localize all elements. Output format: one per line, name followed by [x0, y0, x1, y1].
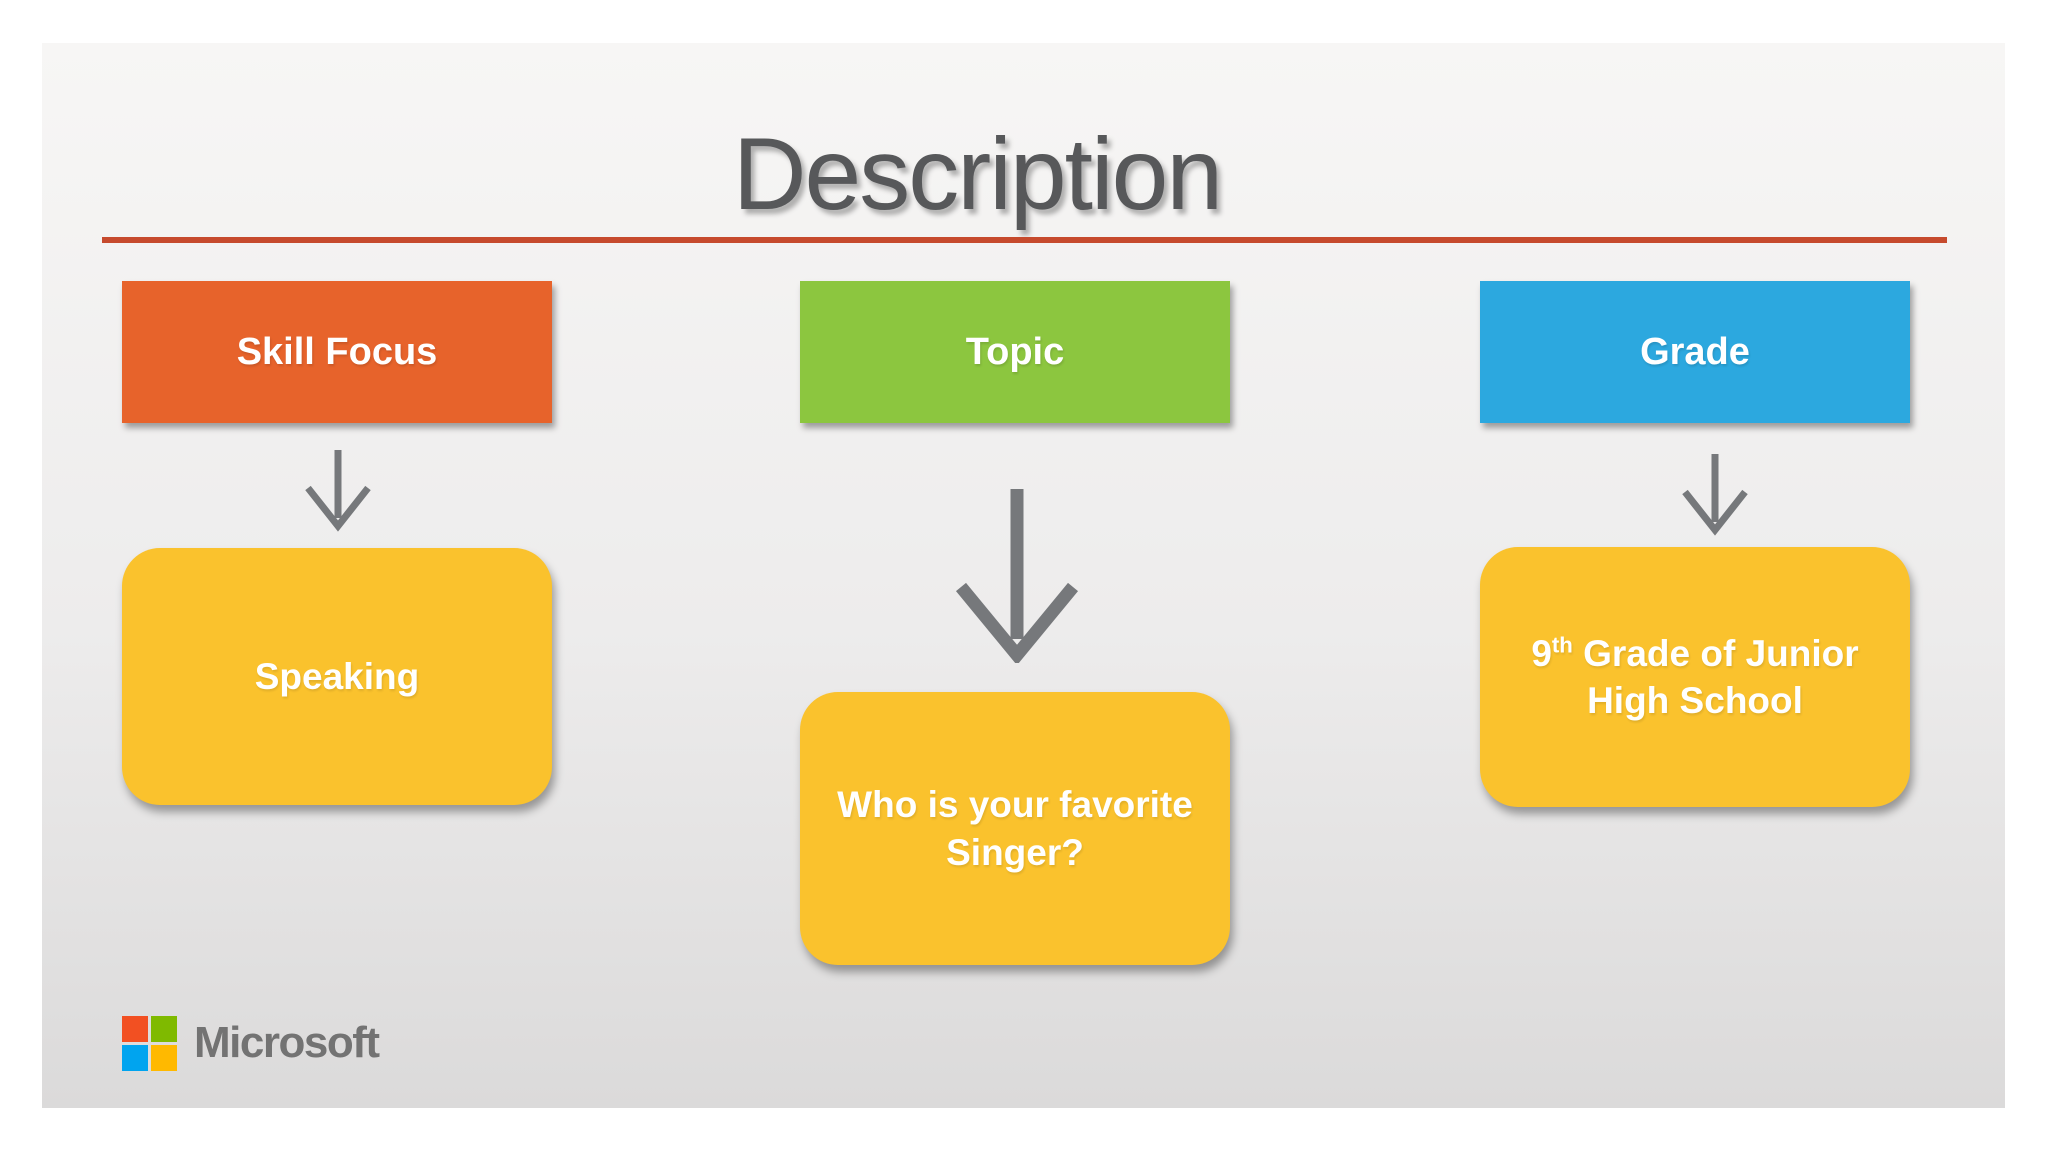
ordinal-suffix: th — [1551, 632, 1573, 658]
down-arrow-icon — [1682, 454, 1748, 536]
topic-detail-label: Who is your favorite Singer? — [837, 784, 1193, 873]
skill-focus-detail-label: Speaking — [254, 655, 420, 697]
slide-canvas: Description Skill Focus Speaking Topic — [42, 43, 2005, 1108]
logo-square-blue — [122, 1044, 148, 1071]
column-grade: Grade 9th Grade of Junior High School — [1480, 43, 1910, 1108]
grade-detail-box: 9th Grade of Junior High School — [1480, 547, 1910, 807]
topic-header-label: Topic — [965, 330, 1065, 373]
skill-focus-detail-box: Speaking — [122, 548, 552, 805]
grade-header-label: Grade — [1640, 330, 1750, 373]
column-topic: Topic Who is your favorite Singer? — [800, 43, 1230, 1108]
topic-header-box: Topic — [800, 281, 1230, 423]
microsoft-wordmark: Microsoft — [194, 1018, 380, 1067]
grade-detail-label: 9th Grade of Junior High School — [1531, 632, 1859, 721]
down-arrow-icon — [305, 450, 371, 532]
logo-square-red — [122, 1015, 148, 1042]
skill-focus-header-label: Skill Focus — [236, 330, 438, 373]
logo-square-yellow — [151, 1044, 177, 1071]
grade-header-box: Grade — [1480, 281, 1910, 423]
microsoft-logo-icon — [122, 1015, 177, 1071]
title-divider-line — [102, 237, 1947, 243]
down-arrow-icon — [955, 489, 1079, 663]
skill-focus-header-box: Skill Focus — [122, 281, 552, 423]
topic-detail-box: Who is your favorite Singer? — [800, 692, 1230, 965]
page-title: Description — [732, 117, 1223, 231]
logo-square-green — [151, 1015, 177, 1042]
column-skill-focus: Skill Focus Speaking — [122, 43, 552, 1108]
microsoft-logo: Microsoft — [122, 1013, 380, 1073]
